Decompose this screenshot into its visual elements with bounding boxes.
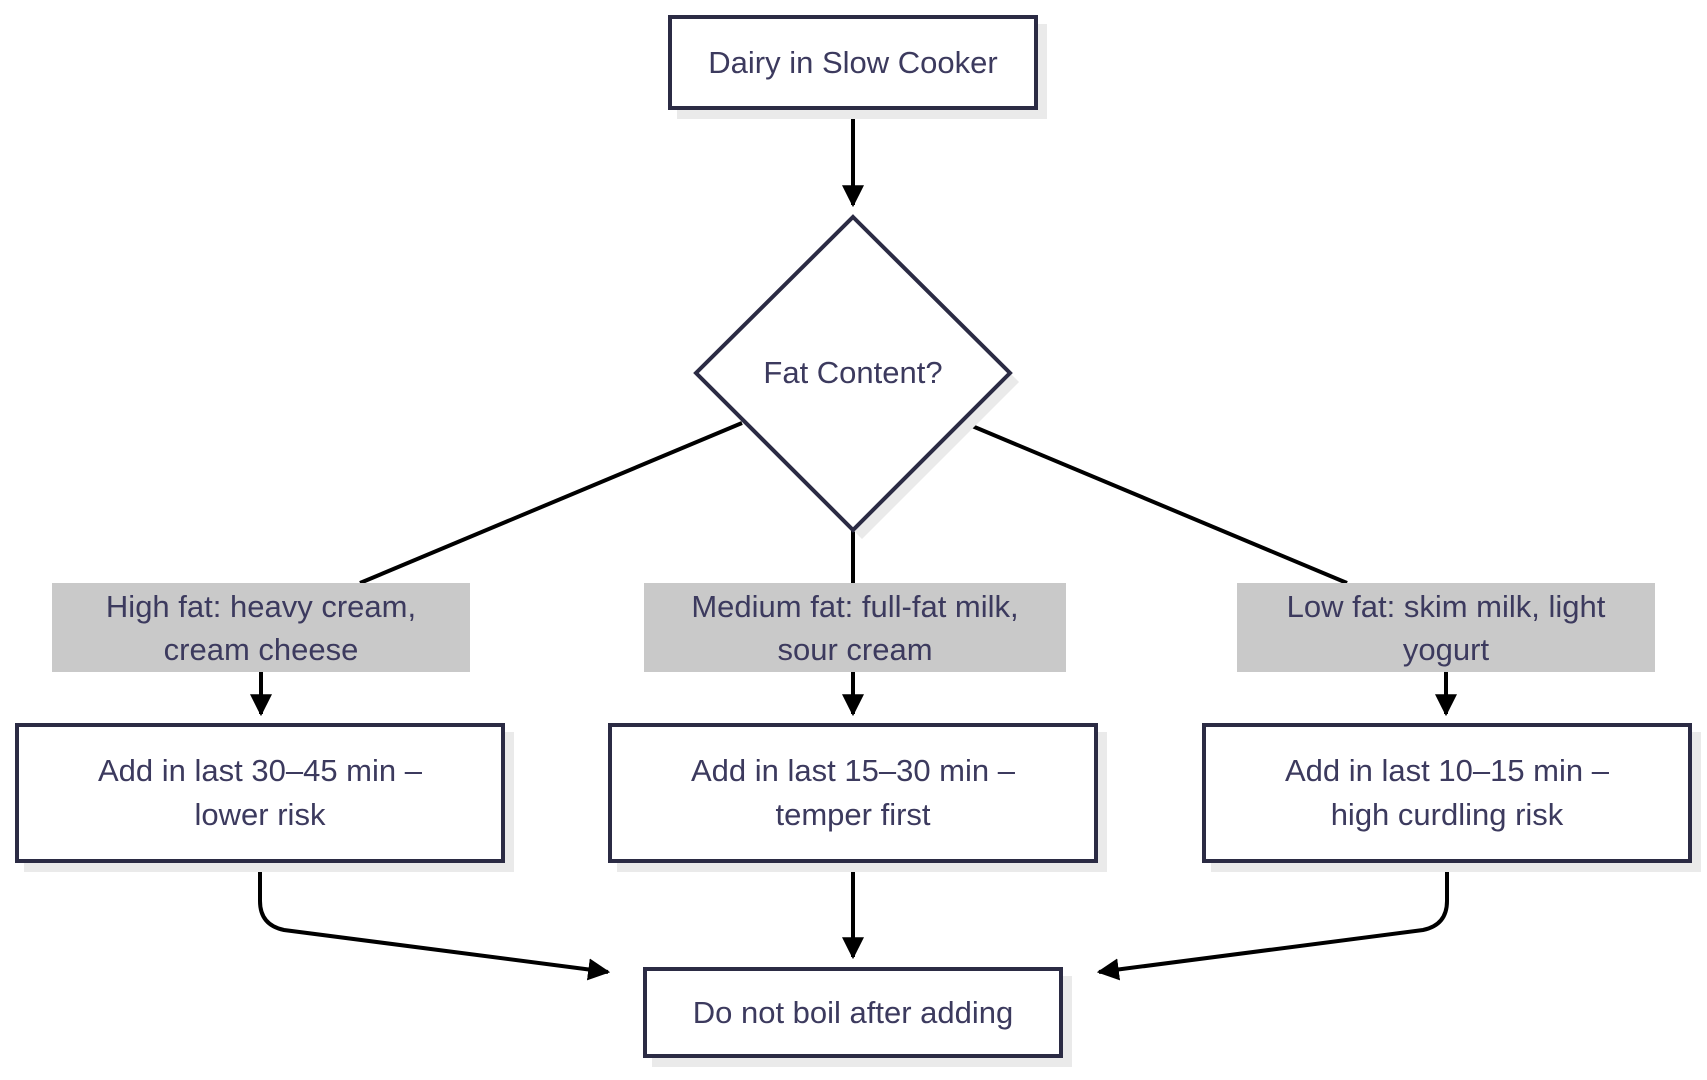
condition-medium-fat-line1: Medium fat: full-fat milk, [691, 588, 1019, 624]
edge-decision-to-lowfat [964, 421, 1348, 585]
action-low-fat-line2: high curdling risk [1330, 797, 1564, 832]
start-node: Dairy in Slow Cooker [668, 15, 1038, 110]
decision-node: Fat Content? [701, 300, 1005, 446]
decision-diamond [693, 214, 1013, 533]
edge-action-a-to-final [258, 862, 611, 981]
condition-medium-fat-line2: sour cream [777, 631, 933, 667]
condition-label-medium-fat: Medium fat: full-fat milk, sour cream [644, 583, 1066, 672]
action-medium-fat-line2: temper first [775, 797, 931, 832]
condition-low-fat-line2: yogurt [1402, 631, 1490, 667]
condition-label-high-fat: High fat: heavy cream, cream cheese [52, 583, 470, 672]
condition-label-low-fat: Low fat: skim milk, light yogurt [1237, 583, 1655, 672]
edge-action-c-to-final [1096, 862, 1449, 981]
decision-node-label: Fat Content? [763, 355, 943, 390]
action-node-low-fat: Add in last 10–15 min – high curdling ri… [1202, 723, 1692, 863]
start-node-label: Dairy in Slow Cooker [708, 44, 998, 80]
action-low-fat-line1: Add in last 10–15 min – [1285, 753, 1609, 788]
action-node-high-fat: Add in last 30–45 min – lower risk [15, 723, 505, 863]
action-node-medium-fat: Add in last 15–30 min – temper first [608, 723, 1098, 863]
action-high-fat-line1: Add in last 30–45 min – [98, 753, 422, 788]
end-node: Do not boil after adding [643, 967, 1063, 1058]
end-node-label: Do not boil after adding [692, 994, 1014, 1030]
edge-decision-to-highfat [359, 421, 743, 585]
action-medium-fat-line1: Add in last 15–30 min – [691, 753, 1015, 788]
condition-high-fat-line2: cream cheese [163, 631, 359, 667]
action-high-fat-line2: lower risk [194, 797, 326, 832]
condition-high-fat-line1: High fat: heavy cream, [105, 588, 417, 624]
condition-low-fat-line1: Low fat: skim milk, light [1286, 588, 1606, 624]
